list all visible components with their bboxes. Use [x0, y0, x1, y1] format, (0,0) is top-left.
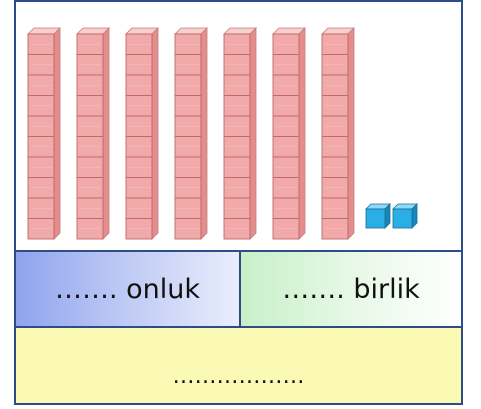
- tens-label: ……. onluk: [54, 273, 201, 305]
- base-ten-blocks-area: [16, 2, 461, 248]
- ones-label: ……. birlik: [282, 273, 420, 305]
- ones-label-cell: ……. birlik: [241, 252, 461, 326]
- tens-rod: [174, 27, 208, 240]
- total-row: ………………: [16, 328, 461, 403]
- place-value-card: ……. onluk ……. birlik ………………: [14, 0, 463, 405]
- total-answer-blank: ………………: [172, 364, 305, 389]
- tens-rod: [223, 27, 257, 240]
- tens-rod: [76, 27, 110, 240]
- tens-rod: [321, 27, 355, 240]
- tens-rod: [125, 27, 159, 240]
- tens-rod: [272, 27, 306, 240]
- tens-label-cell: ……. onluk: [16, 252, 241, 326]
- unit-cube: [392, 203, 418, 229]
- tens-rod: [27, 27, 61, 240]
- place-value-row: ……. onluk ……. birlik: [16, 250, 461, 328]
- base-ten-blocks: [27, 27, 418, 240]
- unit-cube: [365, 203, 391, 229]
